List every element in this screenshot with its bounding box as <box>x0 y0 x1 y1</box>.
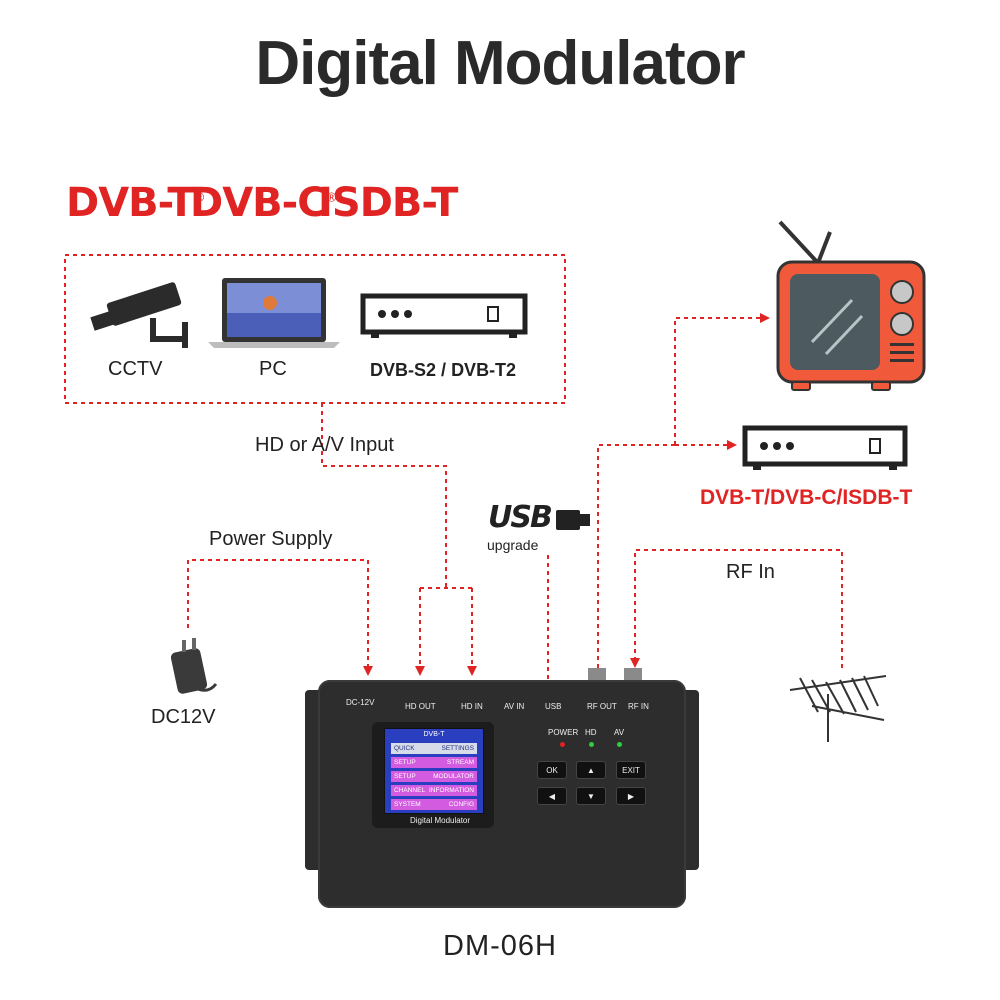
indicator-av-label: AV <box>614 728 625 737</box>
left-button[interactable]: ◀ <box>537 787 567 805</box>
lcd-header: DVB-T <box>423 731 445 738</box>
upgrade-label: upgrade <box>487 537 539 553</box>
cctv-icon <box>90 282 188 348</box>
right-button[interactable]: ▶ <box>616 787 646 805</box>
port-rf-in: RF IN <box>628 702 649 711</box>
dvbt-logo: DVB-T® <box>66 180 206 226</box>
av-led <box>617 742 622 747</box>
laptop-icon <box>208 278 340 348</box>
port-av-in: AV IN <box>504 702 525 711</box>
tv-arrow <box>674 313 770 445</box>
indicator-hd-label: HD <box>585 728 597 737</box>
output-stb-icon <box>742 425 908 470</box>
isdbt-logo: ISDB-T <box>318 180 458 226</box>
power-supply-label: Power Supply <box>209 528 333 550</box>
pc-label: PC <box>259 358 287 380</box>
port-usb: USB <box>545 702 562 711</box>
down-button[interactable]: ▼ <box>576 787 606 805</box>
input-line <box>321 403 447 588</box>
usb-logo: USB <box>488 500 553 535</box>
power-line <box>187 559 373 676</box>
port-hd-out: HD OUT <box>405 702 436 711</box>
up-button[interactable]: ▲ <box>576 761 606 779</box>
cctv-label: CCTV <box>108 358 163 380</box>
rf-out-line <box>597 444 675 668</box>
power-adapter-icon <box>170 638 218 694</box>
input-label: HD or A/V Input <box>255 434 394 456</box>
port-hd-in: HD IN <box>461 702 483 711</box>
rf-in-arrow <box>630 549 843 668</box>
ok-button[interactable]: OK <box>537 761 567 779</box>
rf-in-label: RF In <box>726 561 775 583</box>
indicator-power-label: POWER <box>548 728 579 737</box>
usb-plug-icon <box>556 510 590 530</box>
dc12v-label: DC12V <box>151 706 216 728</box>
dvbs2-dvbt2-label: DVB-S2 / DVB-T2 <box>370 360 517 380</box>
port-rf-out: RF OUT <box>587 702 617 711</box>
dvbc-logo: DVB-C® <box>190 180 338 226</box>
hd-led <box>589 742 594 747</box>
port-dc: DC-12V <box>346 698 375 707</box>
output-standards-label: DVB-T/DVB-C/ISDB-T <box>700 486 913 509</box>
antenna-icon <box>789 675 887 742</box>
source-stb-icon <box>360 293 528 338</box>
model-label: DM-06H <box>443 930 557 962</box>
exit-button[interactable]: EXIT <box>616 761 646 779</box>
tv-icon <box>776 220 926 391</box>
page-title: Digital Modulator <box>255 29 745 98</box>
power-led <box>560 742 565 747</box>
source-box <box>64 254 566 404</box>
device-name: Digital Modulator <box>410 816 471 825</box>
